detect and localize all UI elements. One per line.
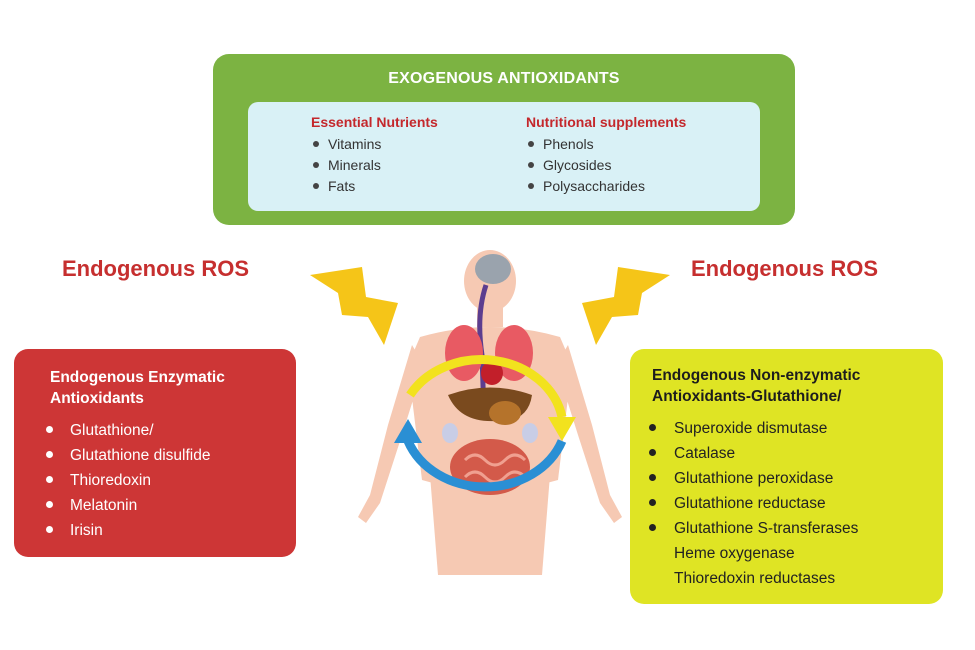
list-item: Glycosides	[526, 155, 686, 176]
list-item-continued: Heme oxygenase	[647, 541, 858, 566]
brain-icon	[475, 254, 511, 284]
exogenous-inner-panel: Essential Nutrients Vitamins Minerals Fa…	[248, 102, 760, 211]
exogenous-antioxidants-box: EXOGENOUS ANTIOXIDANTS Essential Nutrien…	[213, 54, 795, 225]
endogenous-ros-left-label: Endogenous ROS	[62, 256, 249, 282]
enzymatic-title-line2: Antioxidants	[50, 388, 290, 409]
endogenous-ros-right-label: Endogenous ROS	[691, 256, 878, 282]
lightning-right-icon	[582, 267, 670, 345]
non-enzymatic-title-line2: Antioxidants-Glutathione/	[652, 386, 942, 407]
list-item: Superoxide dismutase	[647, 416, 858, 441]
kidney-right-icon	[522, 423, 538, 443]
lightning-left-icon	[310, 267, 398, 345]
kidney-left-icon	[442, 423, 458, 443]
nutritional-supplements-list: Phenols Glycosides Polysaccharides	[526, 134, 686, 197]
list-item: Glutathione reductase	[647, 491, 858, 516]
nutritional-supplements-heading: Nutritional supplements	[526, 114, 686, 130]
list-item: Thioredoxin	[44, 468, 210, 493]
nutritional-supplements-column: Nutritional supplements Phenols Glycosid…	[526, 114, 686, 197]
list-item: Minerals	[311, 155, 438, 176]
list-item: Glutathione disulfide	[44, 443, 210, 468]
stomach-icon	[489, 401, 521, 425]
non-enzymatic-title-line1: Endogenous Non-enzymatic	[652, 365, 942, 386]
essential-nutrients-heading: Essential Nutrients	[311, 114, 438, 130]
lung-left-icon	[445, 325, 483, 381]
list-item: Melatonin	[44, 493, 210, 518]
list-item: Irisin	[44, 518, 210, 543]
list-item: Vitamins	[311, 134, 438, 155]
list-item: Fats	[311, 176, 438, 197]
enzymatic-antioxidants-box: Endogenous Enzymatic Antioxidants Glutat…	[14, 349, 296, 557]
non-enzymatic-antioxidants-box: Endogenous Non-enzymatic Antioxidants-Gl…	[630, 349, 943, 604]
list-item: Phenols	[526, 134, 686, 155]
enzymatic-title-line1: Endogenous Enzymatic	[50, 367, 290, 388]
list-item-continued: Thioredoxin reductases	[647, 566, 858, 591]
essential-nutrients-list: Vitamins Minerals Fats	[311, 134, 438, 197]
exogenous-title: EXOGENOUS ANTIOXIDANTS	[213, 70, 795, 88]
enzymatic-title: Endogenous Enzymatic Antioxidants	[50, 367, 290, 409]
list-item: Glutathione/	[44, 418, 210, 443]
enzymatic-list: Glutathione/ Glutathione disulfide Thior…	[44, 418, 210, 543]
human-body-illustration	[300, 245, 680, 575]
list-item: Catalase	[647, 441, 858, 466]
essential-nutrients-column: Essential Nutrients Vitamins Minerals Fa…	[311, 114, 438, 197]
non-enzymatic-list: Superoxide dismutase Catalase Glutathion…	[647, 416, 858, 591]
list-item: Polysaccharides	[526, 176, 686, 197]
list-item: Glutathione S-transferases	[647, 516, 858, 541]
non-enzymatic-title: Endogenous Non-enzymatic Antioxidants-Gl…	[652, 365, 942, 407]
list-item: Glutathione peroxidase	[647, 466, 858, 491]
